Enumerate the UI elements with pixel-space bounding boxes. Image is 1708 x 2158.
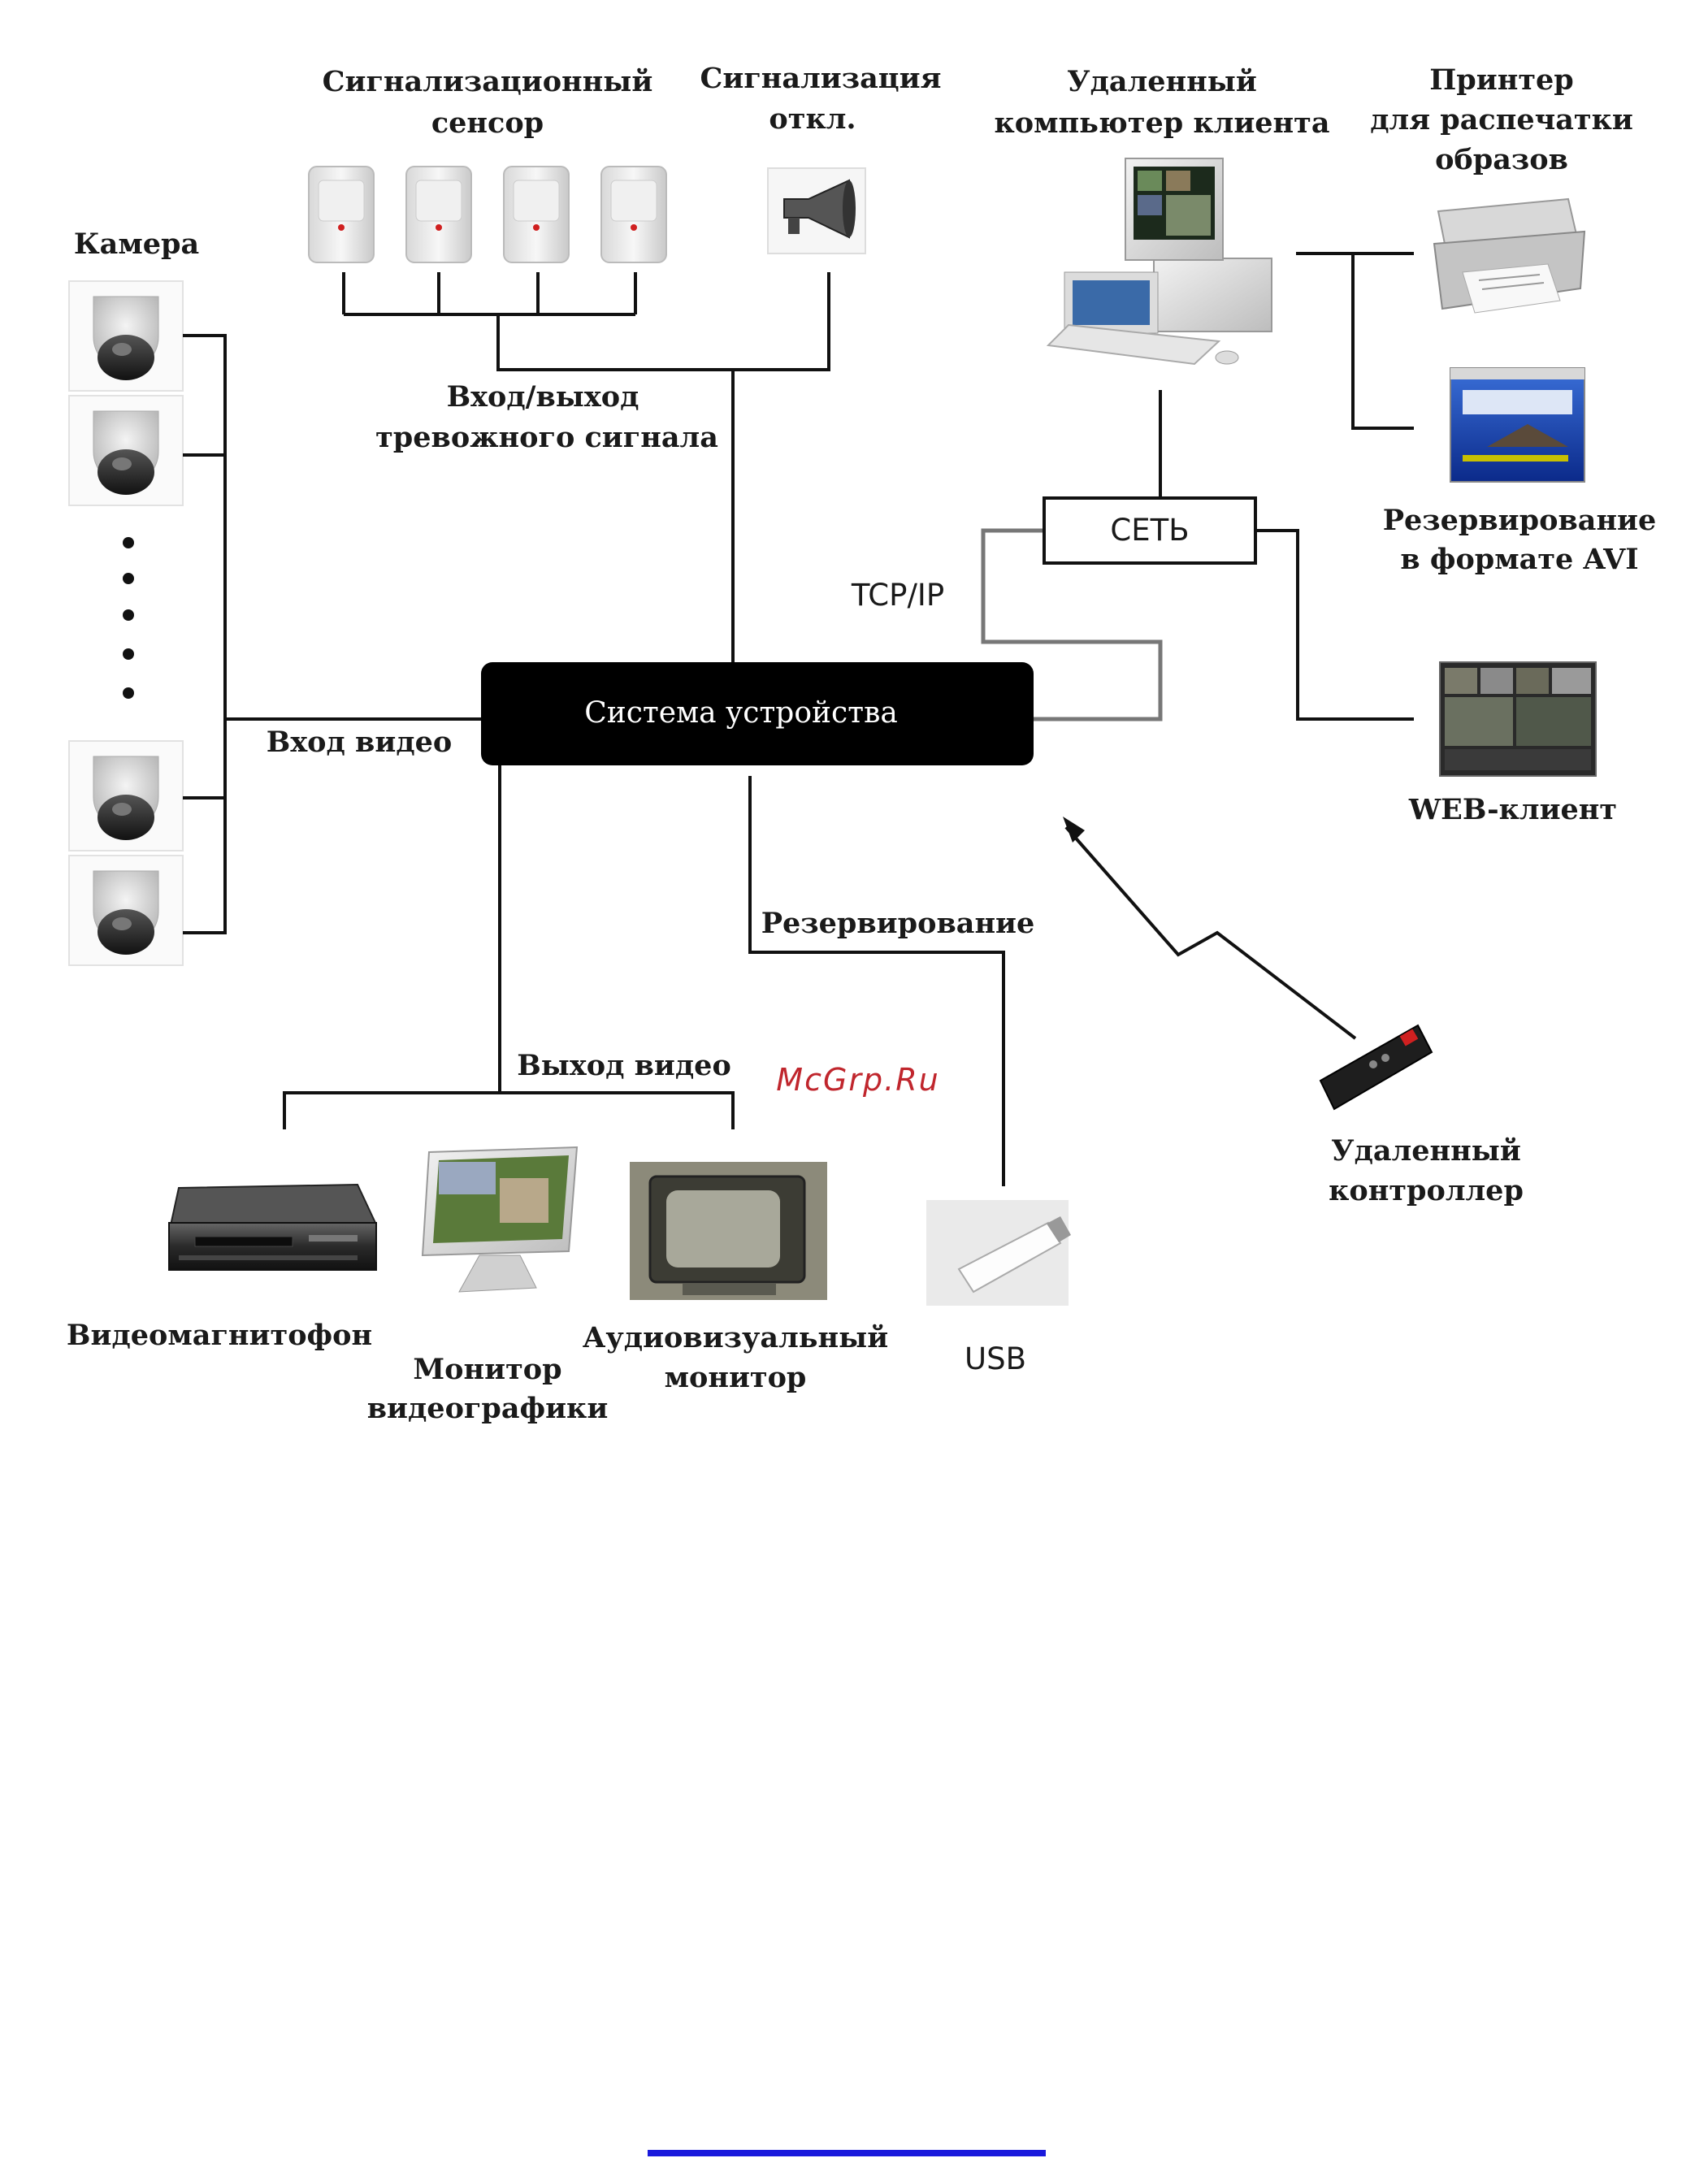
graphics-monitor-label: Монитор видеографики	[367, 1353, 609, 1425]
svg-text:Удаленный: Удаленный	[1067, 65, 1257, 98]
svg-text:тревожного сигнала: тревожного сигнала	[375, 421, 718, 454]
desktop-computer-icon	[1046, 158, 1272, 366]
alarm-io-label: Вход/выход тревожного сигнала	[375, 380, 718, 454]
ellipsis-dots	[123, 537, 134, 699]
remote-control-icon	[1319, 1024, 1433, 1111]
svg-text:для распечатки: для распечатки	[1370, 103, 1633, 136]
printer-icon	[1433, 197, 1586, 314]
vcr-label: Видеомагнитофон	[67, 1319, 372, 1352]
web-client-screenshot-icon	[1439, 661, 1597, 777]
svg-text:компьютер клиента: компьютер клиента	[994, 106, 1329, 140]
web-client-label: WEB-клиент	[1408, 793, 1617, 826]
svg-text:Принтер: Принтер	[1429, 63, 1574, 97]
svg-text:сенсор: сенсор	[431, 106, 544, 140]
remote-pc-label: Удаленный компьютер клиента	[994, 65, 1329, 140]
av-monitor-label: Аудиовизуальный монитор	[583, 1321, 888, 1394]
svg-text:Резервирование: Резервирование	[1383, 504, 1657, 537]
alarm-sensor-label: Сигнализационный сенсор	[323, 65, 653, 140]
video-out-label: Выход видео	[517, 1049, 731, 1082]
svg-text:Удаленный: Удаленный	[1331, 1134, 1521, 1168]
printer-label: Принтер для распечатки образов	[1370, 63, 1633, 176]
svg-text:монитор: монитор	[665, 1361, 807, 1394]
motion-sensor-icon	[405, 166, 472, 263]
usb-label: USB	[965, 1341, 1026, 1376]
avi-backup-label: Резервирование в формате AVI	[1383, 504, 1657, 576]
motion-sensor-icon	[308, 166, 375, 263]
siren-icon	[767, 167, 866, 254]
camera-label: Камера	[74, 228, 199, 261]
dome-camera-icon	[68, 855, 184, 966]
backup-label: Резервирование	[761, 907, 1035, 940]
network-box: СЕТЬ	[1043, 496, 1257, 565]
tcpip-label: TCP/IP	[851, 578, 944, 613]
dome-camera-icon	[68, 280, 184, 392]
watermark: McGrp.Ru	[776, 1062, 939, 1098]
svg-text:в формате AVI: в формате AVI	[1400, 543, 1638, 576]
svg-text:Монитор: Монитор	[413, 1353, 561, 1386]
motion-sensor-icon	[503, 166, 570, 263]
svg-text:Вход/выход: Вход/выход	[447, 380, 639, 414]
crt-monitor-icon	[630, 1162, 827, 1300]
connection-lines	[183, 252, 1414, 1186]
svg-text:контроллер: контроллер	[1329, 1174, 1524, 1207]
device-system-box: Система устройства	[481, 662, 1034, 765]
svg-text:Система устройства: Система устройства	[584, 696, 898, 730]
svg-text:Сигнализационный: Сигнализационный	[323, 65, 653, 98]
svg-text:образов: образов	[1435, 143, 1568, 176]
usb-drive-icon	[926, 1200, 1071, 1306]
lcd-monitor-icon	[421, 1146, 579, 1293]
motion-sensor-icon	[600, 166, 667, 263]
svg-text:СЕТЬ: СЕТЬ	[1110, 513, 1189, 548]
video-in-label: Вход видео	[267, 726, 453, 759]
svg-text:Аудиовизуальный: Аудиовизуальный	[583, 1321, 888, 1354]
bottom-rule	[648, 2150, 1046, 2156]
remote-controller-label: Удаленный контроллер	[1329, 1134, 1524, 1207]
svg-text:Сигнализация: Сигнализация	[700, 62, 942, 95]
vcr-icon	[168, 1183, 377, 1271]
dome-camera-icon	[68, 395, 184, 506]
svg-text:видеографики: видеографики	[367, 1392, 609, 1425]
alarm-output-label: Сигнализация откл.	[700, 62, 942, 136]
avi-screenshot-icon	[1450, 367, 1585, 483]
svg-text:откл.: откл.	[769, 102, 856, 136]
dome-camera-icon	[68, 740, 184, 852]
